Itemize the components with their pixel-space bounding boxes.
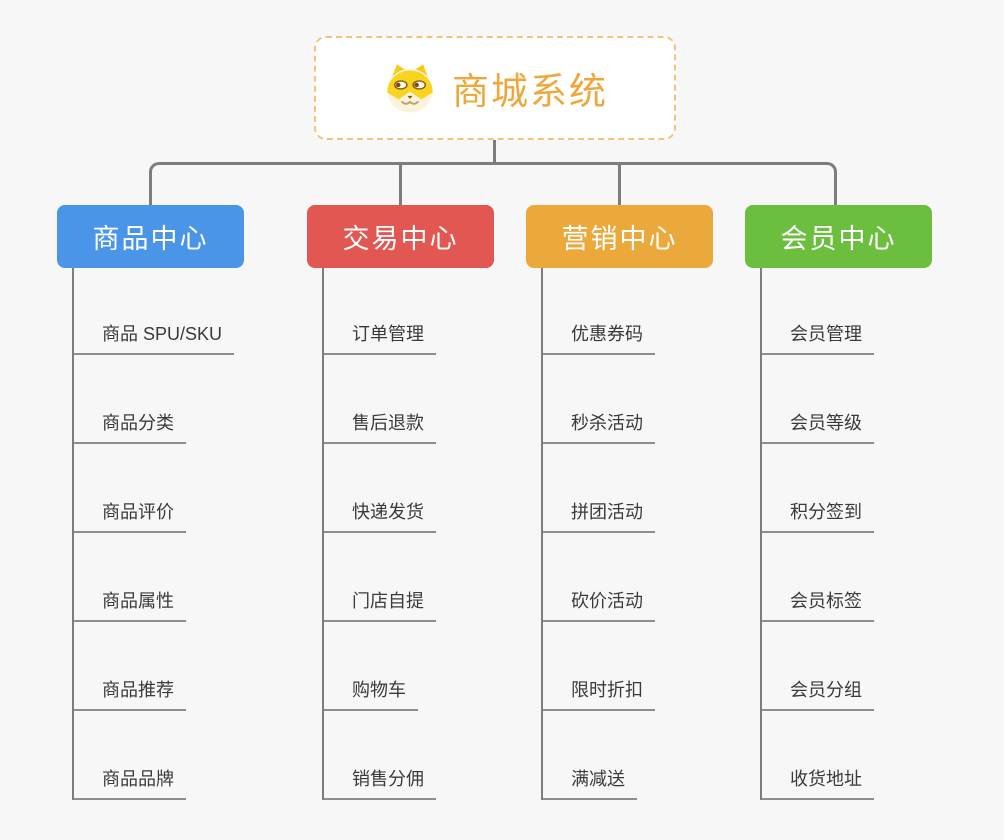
branch-item[interactable]: 积分签到 (760, 444, 932, 533)
branch-item-label: 销售分佣 (322, 765, 436, 800)
branch-item-label: 会员标签 (760, 587, 874, 622)
branch-item[interactable]: 商品属性 (72, 533, 244, 622)
branch-item-label: 商品 SPU/SKU (72, 320, 235, 355)
branch-item[interactable]: 优惠券码 (541, 268, 713, 355)
root-node[interactable]: 商城系统 (314, 36, 676, 140)
branch-item-label: 快递发货 (322, 498, 436, 533)
branch-trunk-connector (541, 268, 543, 800)
branch-item-label: 会员分组 (760, 676, 874, 711)
branch-item[interactable]: 满减送 (541, 711, 713, 800)
branch-bus-connector (149, 162, 837, 206)
branch-item-label: 售后退款 (322, 409, 436, 444)
branch-trunk-connector (322, 268, 324, 800)
branch-item[interactable]: 砍价活动 (541, 533, 713, 622)
root-stem-connector (493, 140, 496, 164)
branch-item-label: 订单管理 (322, 320, 436, 355)
root-title: 商城系统 (452, 71, 608, 112)
branch-item-label: 砍价活动 (541, 587, 655, 622)
branch-item[interactable]: 售后退款 (322, 355, 494, 444)
branch-header[interactable]: 交易中心 (307, 205, 494, 268)
branch-item-label: 秒杀活动 (541, 409, 655, 444)
branch-item-label: 积分签到 (760, 498, 874, 533)
branch-item[interactable]: 商品品牌 (72, 711, 244, 800)
branch-item[interactable]: 商品 SPU/SKU (72, 268, 244, 355)
branch-item[interactable]: 会员标签 (760, 533, 932, 622)
branch-item[interactable]: 限时折扣 (541, 622, 713, 711)
branch-item-label: 商品属性 (72, 587, 186, 622)
branch-item-label: 会员管理 (760, 320, 874, 355)
bus-drop-connector (618, 163, 621, 205)
branch-item[interactable]: 订单管理 (322, 268, 494, 355)
branch-item[interactable]: 销售分佣 (322, 711, 494, 800)
branch-item[interactable]: 购物车 (322, 622, 494, 711)
branch-item[interactable]: 拼团活动 (541, 444, 713, 533)
shiba-dog-icon (387, 64, 433, 113)
branch-item[interactable]: 商品分类 (72, 355, 244, 444)
branch-item[interactable]: 会员等级 (760, 355, 932, 444)
branch-trunk-connector (72, 268, 74, 800)
branch-header[interactable]: 会员中心 (745, 205, 932, 268)
branch-item[interactable]: 秒杀活动 (541, 355, 713, 444)
branch-item[interactable]: 会员管理 (760, 268, 932, 355)
branch-header[interactable]: 营销中心 (526, 205, 713, 268)
branch-item-label: 商品评价 (72, 498, 186, 533)
branch-item-label: 拼团活动 (541, 498, 655, 533)
branch-item-label: 购物车 (322, 676, 418, 711)
branch-item-label: 商品分类 (72, 409, 186, 444)
branch-column: 商品中心商品 SPU/SKU 商品分类商品评价商品属性商品推荐商品品牌 (57, 205, 244, 800)
branch-item-label: 限时折扣 (541, 676, 655, 711)
branch-trunk-connector (760, 268, 762, 800)
branch-item-label: 会员等级 (760, 409, 874, 444)
branch-item-label: 商品推荐 (72, 676, 186, 711)
branch-item-label: 满减送 (541, 765, 637, 800)
branch-item[interactable]: 收货地址 (760, 711, 932, 800)
branch-item[interactable]: 商品推荐 (72, 622, 244, 711)
branch-column: 会员中心会员管理会员等级积分签到会员标签会员分组收货地址 (745, 205, 932, 800)
branch-item-label: 门店自提 (322, 587, 436, 622)
branch-item[interactable]: 商品评价 (72, 444, 244, 533)
branch-item[interactable]: 快递发货 (322, 444, 494, 533)
branch-item[interactable]: 会员分组 (760, 622, 932, 711)
branch-item[interactable]: 门店自提 (322, 533, 494, 622)
branch-column: 营销中心优惠券码秒杀活动拼团活动砍价活动限时折扣满减送 (526, 205, 713, 800)
branch-item-label: 商品品牌 (72, 765, 186, 800)
branch-column: 交易中心订单管理售后退款快递发货门店自提购物车销售分佣 (307, 205, 494, 800)
branch-header[interactable]: 商品中心 (57, 205, 244, 268)
bus-drop-connector (399, 163, 402, 205)
branch-item-label: 收货地址 (760, 765, 874, 800)
branch-item-label: 优惠券码 (541, 320, 655, 355)
